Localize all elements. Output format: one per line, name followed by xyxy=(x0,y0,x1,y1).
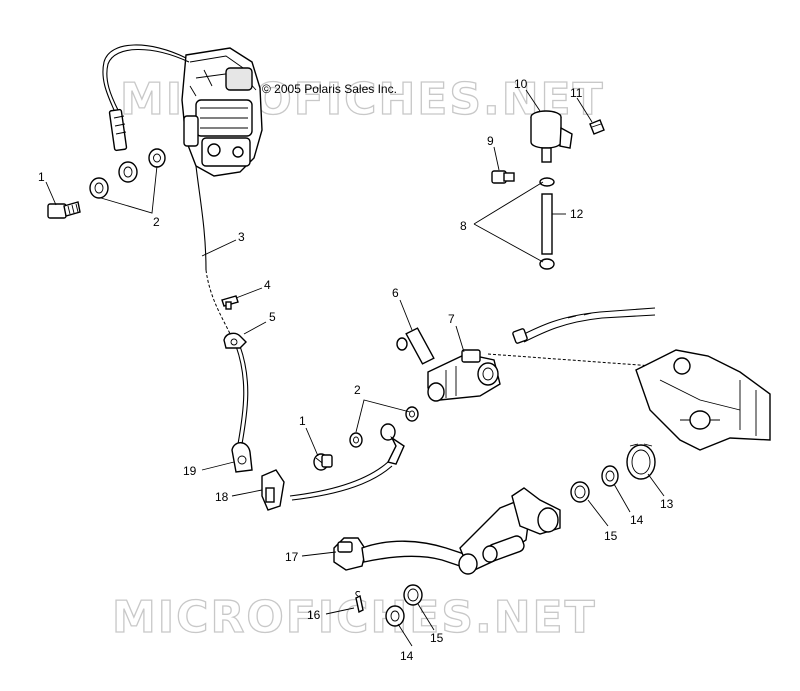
bushing-bottom xyxy=(403,584,423,606)
callout-numbers: 1 2 3 4 5 6 7 8 9 10 11 12 13 14 14 15 1… xyxy=(38,77,674,663)
brake-pedal xyxy=(333,487,561,575)
washer-bottom xyxy=(385,605,405,627)
banjo-bolt-top xyxy=(47,201,81,219)
banjo-fitting-lower xyxy=(380,423,405,465)
crush-washer-lower-left xyxy=(349,432,363,448)
reservoir-bolt xyxy=(491,170,515,184)
callout-10: 10 xyxy=(514,77,528,91)
callout-2-top: 2 xyxy=(153,215,160,229)
reservoir-hose xyxy=(539,177,555,270)
cotter-pin xyxy=(355,591,364,614)
callout-3: 3 xyxy=(238,230,245,244)
callout-4: 4 xyxy=(264,278,271,292)
callout-14-bottom: 14 xyxy=(400,649,414,663)
crush-washer-lower-right xyxy=(405,406,419,422)
brake-line-route xyxy=(195,165,207,271)
reservoir-screw xyxy=(589,119,605,135)
callout-7: 7 xyxy=(448,312,455,326)
callout-18: 18 xyxy=(215,490,229,504)
callout-15-right: 15 xyxy=(604,529,618,543)
leader-lines xyxy=(45,89,665,647)
callout-19: 19 xyxy=(183,464,197,478)
crush-washer-top-left xyxy=(89,177,109,199)
callout-5: 5 xyxy=(269,310,276,324)
banjo-fitting-top xyxy=(108,108,138,183)
callout-13: 13 xyxy=(660,497,674,511)
retaining-ring xyxy=(626,443,656,480)
callout-6: 6 xyxy=(392,286,399,300)
rivet xyxy=(221,295,239,310)
upper-brake-line xyxy=(102,44,187,111)
banjo-bolt-lower xyxy=(313,453,333,471)
pivot-bolt xyxy=(396,327,435,365)
crush-washer-top-right xyxy=(148,148,166,168)
bushing-right xyxy=(570,481,590,503)
callout-17: 17 xyxy=(285,550,299,564)
line-clip xyxy=(223,332,247,349)
master-cylinder-assembly xyxy=(181,47,263,177)
callout-16: 16 xyxy=(307,608,321,622)
callout-1-top: 1 xyxy=(38,170,45,184)
copyright-text: © 2005 Polaris Sales Inc. xyxy=(262,82,397,96)
washer-right xyxy=(601,465,619,487)
line-bracket xyxy=(261,469,285,511)
callout-11: 11 xyxy=(570,86,583,100)
callout-2-lower: 2 xyxy=(354,383,361,397)
callout-1-lower: 1 xyxy=(299,414,306,428)
callout-14-right: 14 xyxy=(630,513,644,527)
frame-bracket xyxy=(635,349,771,451)
callout-12: 12 xyxy=(570,207,584,221)
callout-9: 9 xyxy=(487,134,494,148)
callout-15-bottom: 15 xyxy=(430,631,444,645)
callout-8: 8 xyxy=(460,219,467,233)
watermark-bottom: MICROFICHES.NET xyxy=(112,592,597,643)
master-cylinder-lower xyxy=(427,349,501,402)
fluid-reservoir xyxy=(530,110,573,163)
line-clip-lower xyxy=(231,442,253,473)
